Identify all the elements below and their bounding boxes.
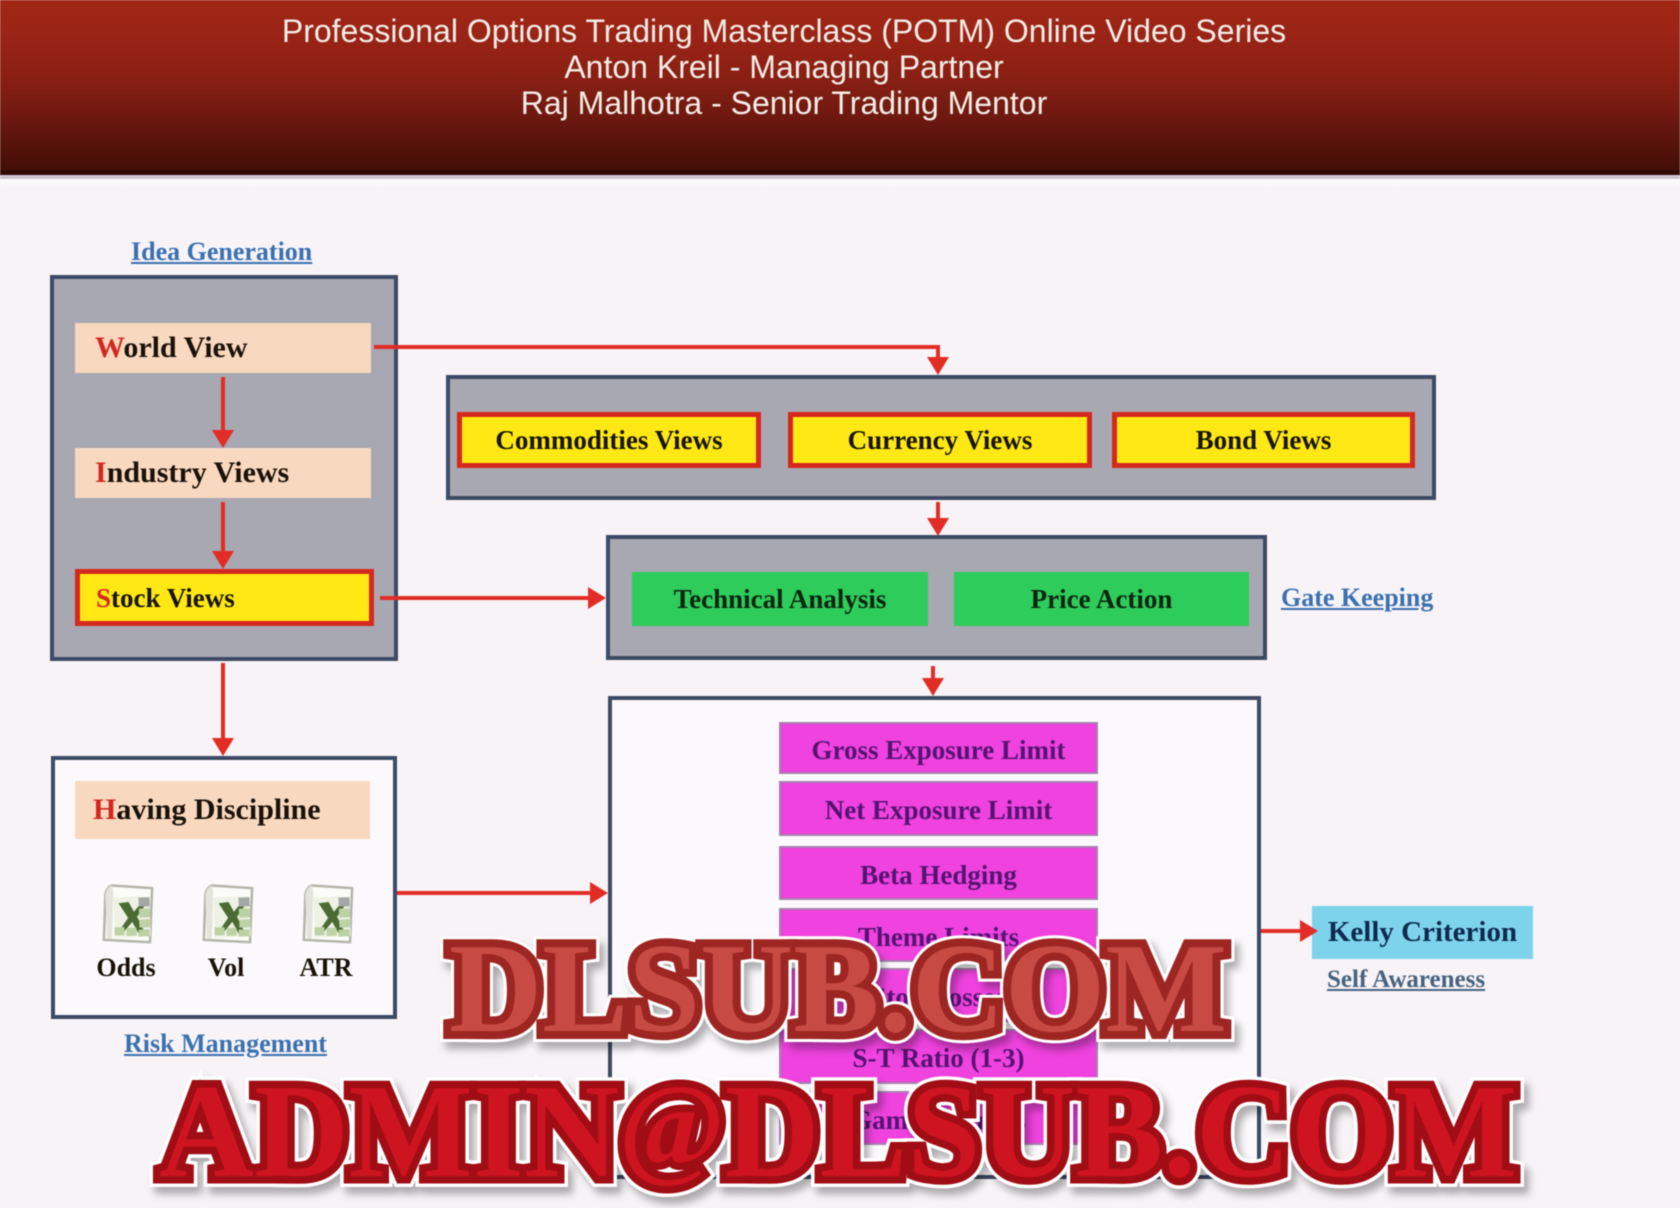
svg-text:ADMIN@DLSUB.COM: ADMIN@DLSUB.COM (159, 1057, 1517, 1205)
svg-text:DLSUB.COM: DLSUB.COM (449, 917, 1227, 1059)
svg-text:ADMIN@DLSUB.COM: ADMIN@DLSUB.COM (159, 1057, 1517, 1205)
svg-text:DLSUB.COM: DLSUB.COM (449, 917, 1227, 1059)
svg-text:ADMIN@DLSUB.COM: ADMIN@DLSUB.COM (159, 1057, 1517, 1205)
svg-text:DLSUB.COM: DLSUB.COM (449, 917, 1227, 1059)
